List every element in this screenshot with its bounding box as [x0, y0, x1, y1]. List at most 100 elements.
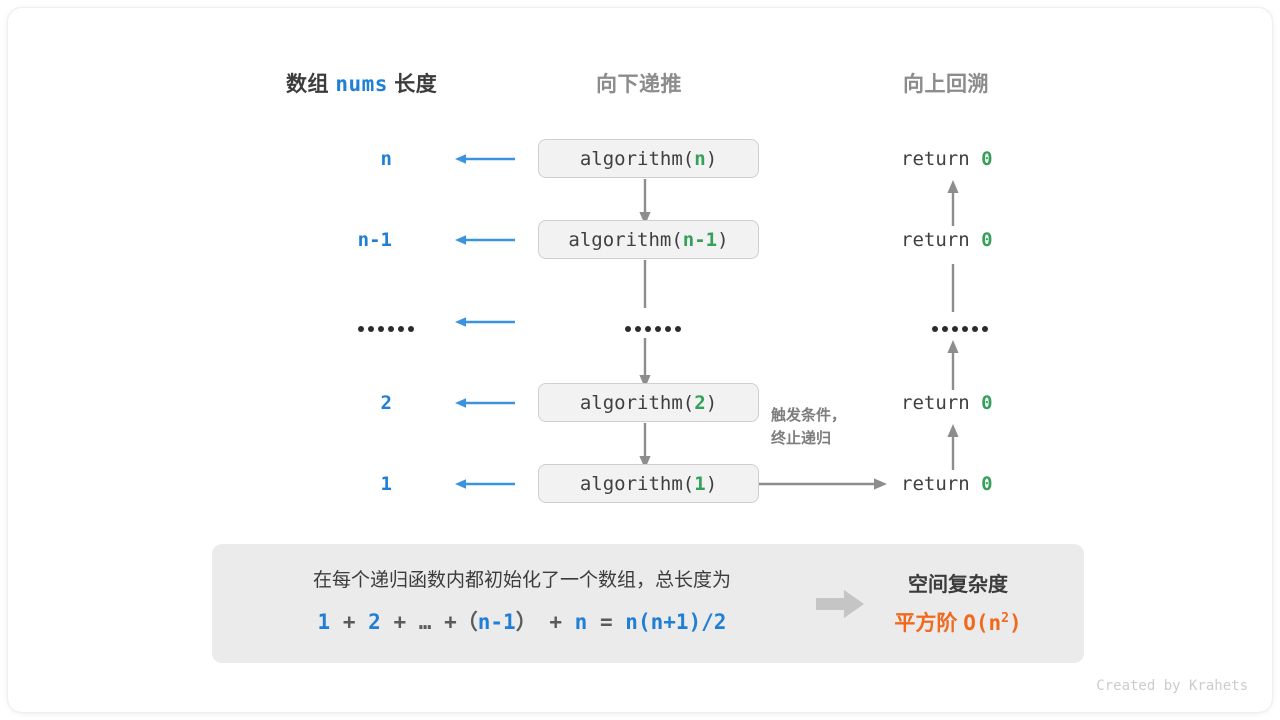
call-box-suffix: ) [705, 147, 718, 170]
up-arrow-2-to-1 [951, 264, 955, 312]
formula-term-4: n-1 [477, 610, 516, 634]
return-keyword: return [901, 392, 970, 414]
right-block-arrow-icon [816, 590, 864, 618]
summary-panel: 在每个递归函数内都初始化了一个数组，总长度为 1 + 2 + … +（n-1） … [212, 544, 1084, 663]
length-label-row-1: n-1 [357, 229, 392, 251]
base-case-arrow [759, 478, 887, 490]
blue-arrow-row-4 [455, 479, 515, 489]
up-arrow-3-to-2 [947, 340, 959, 390]
formula-paren-open: （ [456, 610, 478, 634]
complexity-notation: O(n [963, 611, 1002, 635]
return-label-row-4: return 0 [901, 473, 993, 495]
formula-paren-close: ） [515, 610, 537, 634]
return-value: 0 [981, 473, 993, 495]
length-label-row-3: 2 [380, 392, 392, 414]
down-arrow-1-to-2 [643, 260, 647, 308]
call-box-prefix: algorithm( [579, 391, 695, 414]
summary-description: 在每个递归函数内都初始化了一个数组，总长度为 [312, 570, 731, 591]
formula-op-2: + [393, 610, 407, 634]
header-array-suffix: 长度 [394, 73, 438, 96]
dot [942, 326, 948, 332]
call-box-row-1[interactable]: algorithm(n-1) [538, 220, 759, 259]
call-box-suffix: ) [705, 472, 718, 495]
formula-ellipsis: … [418, 610, 432, 634]
call-box-prefix: algorithm( [579, 147, 695, 170]
header-array-prefix: 数组 [286, 73, 329, 96]
call-box-prefix: algorithm( [568, 228, 683, 251]
call-box-suffix: ) [705, 391, 718, 414]
return-value: 0 [981, 148, 993, 170]
call-box-arg: n [694, 147, 706, 170]
trigger-condition-note: 触发条件， 终止递归 [771, 404, 846, 451]
call-box-prefix: algorithm( [579, 472, 695, 495]
formula-op-4: + [549, 610, 563, 634]
diagram-canvas: 数组 nums 长度 向下递推 向上回溯 n n-1 2 1 [8, 8, 1272, 712]
return-label-row-0: return 0 [901, 148, 993, 170]
space-complexity-value: 平方阶 O(n2) [858, 607, 1058, 637]
blue-arrow-row-1 [455, 235, 515, 245]
call-box-suffix: ) [717, 228, 729, 251]
complexity-exponent: 2 [1001, 611, 1009, 626]
call-box-arg: n-1 [682, 228, 718, 251]
length-label-row-0: n [380, 148, 392, 170]
summary-formula: 1 + 2 + … +（n-1） + n = n(n+1)/2 [242, 606, 802, 636]
blue-arrow-row-3 [455, 398, 515, 408]
trigger-note-line-2: 终止递归 [771, 430, 832, 448]
return-label-row-1: return 0 [901, 229, 993, 251]
blue-arrow-row-0 [455, 154, 515, 164]
dot [952, 326, 958, 332]
return-label-row-3: return 0 [901, 392, 993, 414]
call-box-row-4[interactable]: algorithm(1) [538, 464, 759, 503]
dot [398, 326, 404, 332]
up-arrow-1-to-0 [947, 180, 959, 226]
dot [358, 326, 364, 332]
dot [655, 326, 661, 332]
length-label-row-2-dots [358, 326, 414, 332]
dot [645, 326, 651, 332]
return-keyword: return [901, 229, 970, 251]
dot [962, 326, 968, 332]
call-box-row-0[interactable]: algorithm(n) [538, 139, 759, 178]
formula-op-3: + [444, 610, 457, 634]
complexity-order-label: 平方阶 [894, 612, 958, 635]
dot [982, 326, 988, 332]
formula-op-1: + [342, 610, 356, 634]
up-arrow-4-to-3 [947, 424, 959, 470]
dot [368, 326, 374, 332]
header-upward-backtrack: 向上回溯 [903, 73, 989, 96]
down-arrow-2-to-3 [639, 338, 651, 388]
formula-term-1: 1 [317, 610, 331, 634]
return-keyword: return [901, 473, 970, 495]
formula-equals: = [599, 610, 613, 634]
dot [675, 326, 681, 332]
formula-term-5: n [574, 610, 588, 634]
return-value: 0 [981, 229, 993, 251]
header-downward-recursion: 向下递推 [596, 73, 682, 96]
footer-credit: Created by Krahets [1096, 678, 1248, 694]
return-label-row-2-dots [932, 326, 988, 332]
dot [932, 326, 938, 332]
dot [972, 326, 978, 332]
trigger-note-line-1: 触发条件， [771, 407, 847, 424]
dot [378, 326, 384, 332]
formula-term-2: 2 [368, 610, 381, 634]
formula-result: n(n+1)/2 [625, 610, 727, 634]
complexity-notation-tail: ) [1008, 611, 1022, 635]
dot [625, 326, 631, 332]
dot [635, 326, 641, 332]
blue-arrow-row-2 [455, 317, 515, 327]
dot [408, 326, 414, 332]
length-label-row-4: 1 [380, 473, 392, 495]
call-box-arg: 1 [694, 472, 706, 495]
call-box-row-2-dots [625, 326, 681, 332]
call-box-row-3[interactable]: algorithm(2) [538, 383, 759, 422]
call-box-arg: 2 [694, 391, 706, 414]
return-value: 0 [981, 392, 993, 414]
down-arrow-3-to-4 [639, 423, 651, 469]
return-keyword: return [901, 148, 970, 170]
header-array-code: nums [335, 72, 388, 96]
dot [665, 326, 671, 332]
header-array-length: 数组 nums 长度 [286, 68, 437, 98]
space-complexity-title: 空间复杂度 [908, 574, 1008, 596]
dot [388, 326, 394, 332]
